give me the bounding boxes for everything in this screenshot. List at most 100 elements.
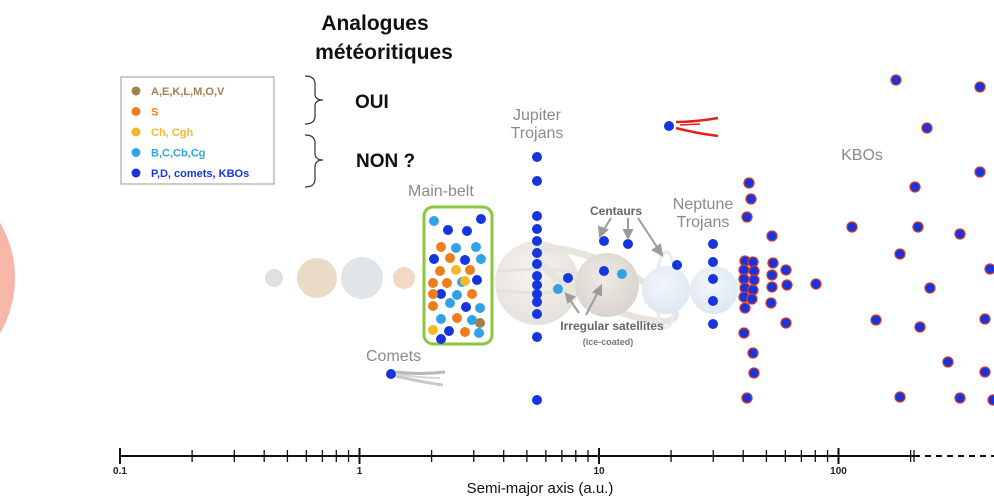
legend-label: S	[151, 107, 158, 119]
small-body-dot	[460, 276, 470, 286]
small-body-dot	[436, 289, 446, 299]
small-body-dot	[451, 243, 461, 253]
small-body-dot	[451, 265, 461, 275]
small-body-dot	[532, 395, 542, 405]
small-body-dot	[708, 296, 718, 306]
kbos-label: KBOs	[841, 147, 883, 164]
neptune-trojans-label-1: Neptune	[673, 196, 734, 213]
planet-earth	[341, 257, 383, 299]
small-body-dot	[475, 303, 485, 313]
planet-uranus	[642, 250, 690, 330]
small-body-dot	[475, 318, 485, 328]
main-belt-label: Main-belt	[408, 183, 474, 200]
small-body-dot	[739, 302, 751, 314]
small-body-dot	[476, 254, 486, 264]
small-body-dot	[846, 221, 858, 233]
small-body-dot	[738, 327, 750, 339]
small-body-dot	[664, 121, 674, 131]
small-body-dot	[987, 394, 994, 406]
non-label: NON ?	[356, 151, 415, 172]
small-body-dot	[912, 221, 924, 233]
jupiter-trojans-label-1: Jupiter	[513, 107, 562, 124]
small-body-dot	[748, 367, 760, 379]
small-body-dot	[599, 236, 609, 246]
small-body-dot	[748, 274, 760, 286]
small-body-dot	[532, 224, 542, 234]
legend-marker	[131, 107, 141, 116]
small-body-dot	[429, 216, 439, 226]
small-body-dot	[942, 356, 954, 368]
small-body-dot	[532, 280, 542, 290]
small-body-dot	[780, 317, 792, 329]
red-comet-icon	[675, 116, 719, 138]
small-body-dot	[741, 392, 753, 404]
small-body-dot	[436, 242, 446, 252]
small-body-dot	[532, 309, 542, 319]
legend-marker	[131, 86, 141, 96]
small-body-dot	[747, 347, 759, 359]
small-body-dot	[743, 177, 755, 189]
small-body-dot	[428, 301, 438, 311]
legend-label: Ch, Cgh	[151, 127, 193, 139]
small-body-dot	[436, 314, 446, 324]
small-body-dot	[921, 122, 933, 134]
small-body-dot	[532, 236, 542, 246]
small-body-dot	[429, 254, 439, 264]
small-body-dot	[460, 327, 470, 337]
small-body-dot	[532, 271, 542, 281]
small-body-dot	[428, 289, 438, 299]
small-body-dot	[599, 266, 609, 276]
small-body-dot	[672, 260, 682, 270]
annotation-arrows	[564, 217, 664, 316]
small-body-dot	[532, 332, 542, 342]
small-body-dot	[984, 263, 994, 275]
small-body-dot	[954, 392, 966, 404]
planet-mars	[393, 267, 415, 289]
small-body-dot	[532, 248, 542, 258]
small-body-dot	[974, 81, 986, 93]
small-body-dot	[532, 176, 542, 186]
legend-label: B,C,Cb,Cg	[151, 148, 205, 160]
tick-label: 1	[357, 466, 363, 477]
small-body-dot	[467, 315, 477, 325]
small-body-dot	[745, 193, 757, 205]
small-body-dot	[452, 290, 462, 300]
small-body-dot	[708, 274, 718, 284]
title-line-2: météoritiques	[315, 41, 453, 64]
small-body-dot	[443, 225, 453, 235]
small-body-dot	[445, 298, 455, 308]
small-body-dot	[436, 334, 446, 344]
tick-label: 0.1	[113, 466, 127, 477]
small-body-dot	[532, 152, 542, 162]
small-body-dot	[617, 269, 627, 279]
irregular-satellites-label: Irregular satellites	[560, 319, 664, 333]
ice-coated-label: (ice-coated)	[583, 337, 634, 347]
small-body-dot	[435, 266, 445, 276]
brace-icons	[304, 75, 324, 188]
small-body-dot	[870, 314, 882, 326]
small-body-dot	[465, 265, 475, 275]
small-body-dot	[765, 297, 777, 309]
neptune-trojans-label-2: Trojans	[677, 214, 730, 231]
small-body-dot	[708, 319, 718, 329]
small-body-dot	[890, 74, 902, 86]
small-body-dot	[532, 289, 542, 299]
small-body-dot	[979, 313, 991, 325]
small-body-dot	[474, 328, 484, 338]
planets	[265, 241, 738, 330]
small-body-dot	[472, 275, 482, 285]
small-body-dot	[708, 239, 718, 249]
small-body-dot	[532, 259, 542, 269]
jupiter-trojans-label-2: Trojans	[511, 125, 564, 142]
small-body-dot	[461, 302, 471, 312]
legend-marker	[131, 148, 141, 157]
small-body-dot	[810, 278, 822, 290]
small-body-dot	[460, 255, 470, 265]
small-body-dot	[386, 369, 396, 379]
small-body-dot	[471, 242, 481, 252]
small-body-dot	[462, 226, 472, 236]
sun	[0, 222, 15, 334]
small-body-dot	[974, 166, 986, 178]
